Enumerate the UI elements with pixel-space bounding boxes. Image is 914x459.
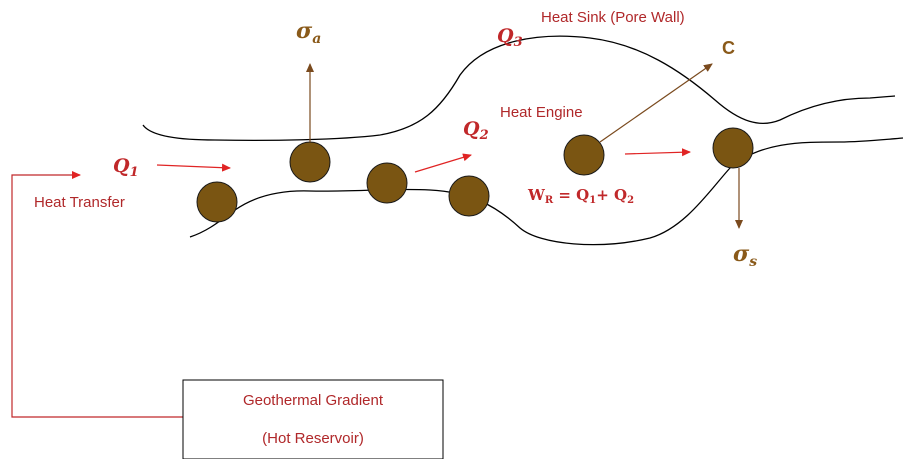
- pore-wall-lower: [189, 137, 904, 246]
- reservoir-line2: (Hot Reservoir): [262, 430, 364, 447]
- particle: [196, 181, 238, 223]
- sigma-s-label: σs: [733, 241, 757, 270]
- particle: [563, 134, 605, 176]
- pore-wall-upper: [142, 35, 896, 141]
- heat-flow-arrow: [624, 148, 691, 157]
- particle: [448, 175, 490, 217]
- heat-transfer-label: Heat Transfer: [34, 194, 125, 211]
- q1-label: Q1: [113, 155, 139, 180]
- heat-flow-arrow: [156, 163, 231, 172]
- c-label: C: [722, 38, 735, 58]
- q3-label: Q3: [497, 25, 523, 50]
- particle: [712, 127, 754, 169]
- work-equation: WR = Q1+ Q2: [527, 186, 634, 206]
- heat-sink-label: Heat Sink (Pore Wall): [541, 9, 685, 26]
- sigma-a-label: σa: [296, 18, 321, 47]
- reservoir-box: [182, 379, 444, 459]
- heat-engine-label: Heat Engine: [500, 104, 583, 121]
- particle: [289, 141, 331, 183]
- q2-label: Q2: [463, 118, 489, 143]
- particle: [366, 162, 408, 204]
- reservoir-line1: Geothermal Gradient: [243, 392, 384, 409]
- c-arrow: [599, 63, 713, 143]
- reservoir-feed-line: [11, 171, 183, 418]
- heat-flow-arrow: [414, 153, 472, 173]
